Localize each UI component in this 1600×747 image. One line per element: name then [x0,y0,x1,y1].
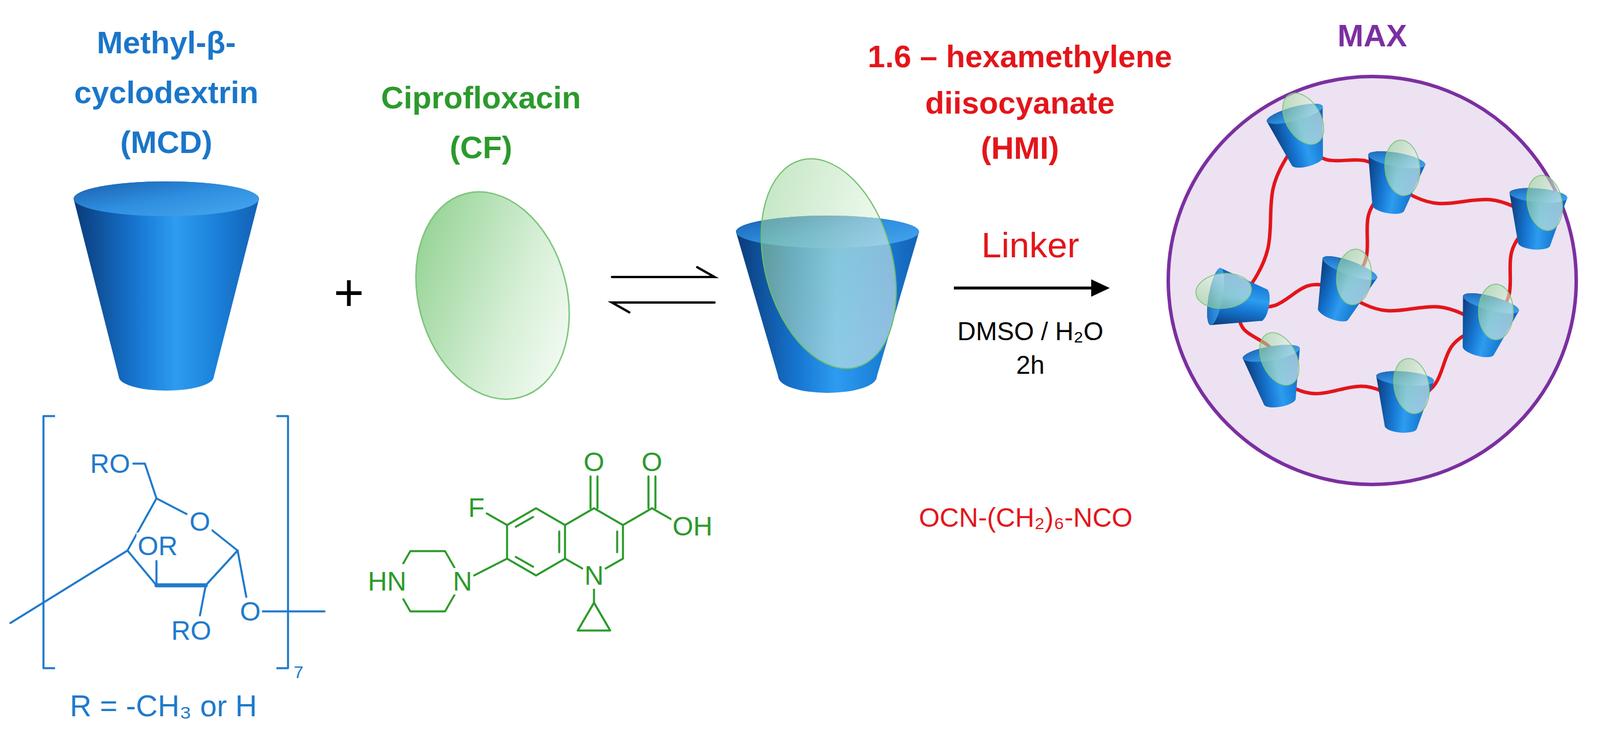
ciprofloxacin-structure [486,513,508,526]
glucose-structure [10,550,128,623]
equilibrium-arrows [611,267,715,313]
reaction-arrow [1091,279,1110,297]
atom-label: HN [366,567,408,595]
guest-ellipse [1251,326,1307,392]
glucose-structure [156,498,187,515]
ciprofloxacin-structure [647,476,650,509]
glucose-structure [276,416,289,669]
ciprofloxacin-structure [403,591,457,612]
network-cone [1448,272,1527,364]
reaction-arrow [953,286,1096,290]
ciprofloxacin-structure [592,588,596,603]
network-cone [1303,235,1388,330]
guest-ellipse [1194,271,1253,311]
complex-illustration [739,143,918,384]
glucose-structure [156,583,206,588]
atom-label: O [640,448,664,476]
ciprofloxacin-structure [654,476,657,509]
glucose-structure [10,416,325,669]
glucose-structure [199,585,206,616]
cone-rim [73,181,260,217]
atom-label: RO [89,450,132,477]
text-label: Linker [981,227,1080,264]
glucose-structure [237,550,247,597]
atom-label: 7 [292,663,305,681]
text-label: 2h [1016,352,1045,378]
molecule-heading: MAX [1308,10,1437,61]
network-cone [1186,261,1275,335]
ciprofloxacin-structure [474,558,508,576]
particle-circle [1168,76,1577,485]
atom-label: N [451,567,473,595]
text-label: OCN-(CH₂)₆-NCO [919,504,1133,531]
guest-ellipse [1334,247,1374,306]
glucose-structure [133,463,157,499]
ciprofloxacin-structure [403,551,457,572]
ciprofloxacin-structure [515,516,534,527]
molecule-heading: Methyl-β-cyclodextrin (MCD) [44,17,289,167]
atom-label: RO [170,617,213,644]
glucose-structure [43,416,56,669]
atom-label: O [188,508,212,535]
network-cone [1371,351,1439,436]
network-cone [1260,82,1339,174]
guest-ellipse [1389,355,1434,417]
node-shape [1163,10,1581,488]
text-label: 1.6 – hexamethylene diisocyanate [840,33,1200,126]
atom-label: OR [136,532,180,560]
glucose-structure [205,550,238,586]
glucose-structure [212,530,238,551]
ciprofloxacin-structure [515,556,534,567]
ciprofloxacin-structure [507,508,566,576]
ciprofloxacin-structure [596,476,599,509]
atom-label: O [238,598,262,625]
reaction-arrow [953,279,1110,297]
ciprofloxacin-structure [558,531,561,553]
complex-illustration [735,143,920,393]
text-label: (HMI) [981,132,1060,164]
particle-node: MAX [1163,10,1581,488]
ciprofloxacin-structure [622,508,652,526]
ciprofloxacin-structure [565,558,583,569]
atom-label: N [582,562,605,589]
atom-label: F [467,494,486,521]
ciprofloxacin-structure [589,476,592,509]
ciprofloxacin-structure [651,508,673,520]
ciprofloxacin-structure [565,508,623,569]
atom-label: OH [671,512,714,540]
guest-ellipse [1274,85,1333,152]
node-shape [347,72,615,409]
cone-body [73,181,260,391]
ciprofloxacin-structure [616,531,619,553]
glucose-structure [261,610,325,613]
glucose-structure [155,560,158,586]
atom-label: O [582,448,606,476]
text-label: + [333,266,365,319]
text-label: DMSO / H₂O [957,318,1104,345]
text-label: R = -CH₃ or H [69,690,257,721]
molecule-heading: Ciprofloxacin (CF) [365,72,597,173]
cyclodextrin-cone [73,181,260,391]
ciprofloxacin-structure [577,602,611,631]
ciprofloxacin-structure [403,476,673,631]
node-shape [44,17,289,389]
equilibrium-arrows [611,267,715,278]
network-cone [1358,130,1432,219]
molecule-node: Ciprofloxacin (CF) [347,72,615,409]
network-cone [1238,323,1311,413]
guest-ellipse [1382,138,1423,198]
equilibrium-arrows [611,302,715,313]
guest-ellipse [1522,172,1567,234]
guest-ellipse [1478,283,1514,340]
network-cone [1504,168,1572,253]
molecule-node: Methyl-β-cyclodextrin (MCD) [44,17,289,389]
drug-ellipse [393,174,592,417]
